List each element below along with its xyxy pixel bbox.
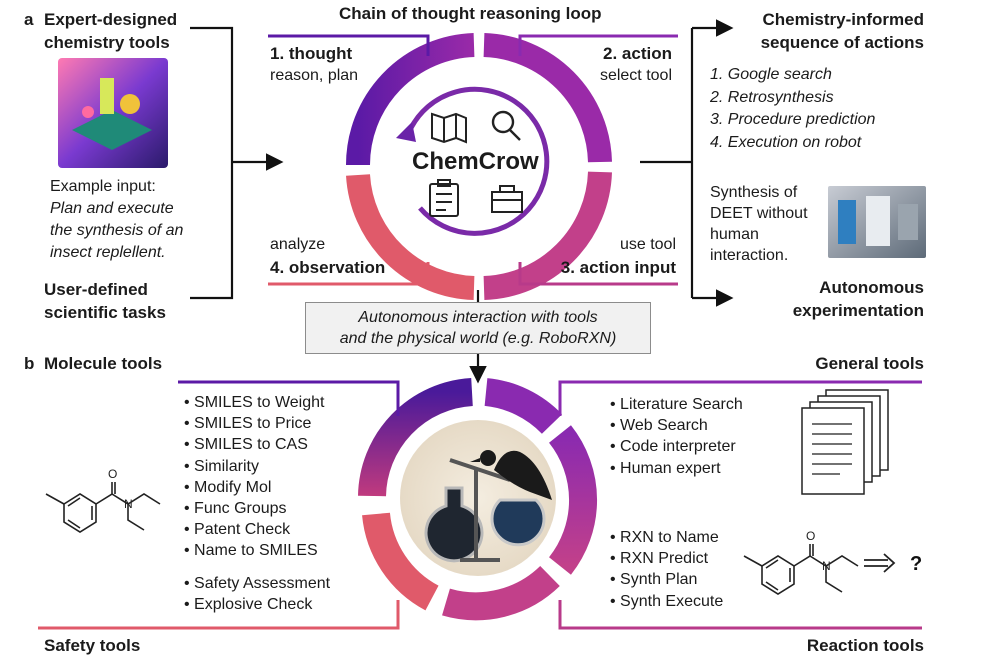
panel-a-arrows <box>190 19 734 384</box>
flask-and-crow-illustration <box>424 450 552 563</box>
safety-tools-title: Safety tools <box>44 636 141 655</box>
step-action-input: use tool 3. action input <box>560 236 676 277</box>
loop-title: Chain of thought reasoning loop <box>339 4 602 23</box>
list-item: SMILES to CAS <box>184 434 324 455</box>
list-item: Synth Execute <box>610 591 723 612</box>
list-item: SMILES to Weight <box>184 392 324 413</box>
map-icon <box>431 112 467 144</box>
reaction-tools-title: Reaction tools <box>806 636 924 655</box>
list-item: 4. Execution on robot <box>710 133 862 151</box>
list-item: Literature Search <box>610 394 743 415</box>
general-tools-list: Literature Search Web Search Code interp… <box>610 394 743 479</box>
list-item: SMILES to Price <box>184 413 324 434</box>
reaction-question-mark: ? <box>910 553 922 575</box>
expert-tools-title: Expert-designed chemistry tools <box>44 10 178 52</box>
list-item: 2. Retrosynthesis <box>710 88 834 106</box>
user-tasks-title: User-defined scientific tasks <box>44 280 166 322</box>
atom-o-left: O <box>108 467 117 481</box>
list-item: Web Search <box>610 415 743 436</box>
step-thought: 1. thought reason, plan <box>270 44 359 84</box>
list-item: RXN Predict <box>610 548 723 569</box>
list-item: Code interpreter <box>610 436 743 457</box>
atom-o-right: O <box>806 529 815 543</box>
action-sequence-list: 1. Google search 2. Retrosynthesis 3. Pr… <box>710 64 875 154</box>
clipboard-icon <box>429 179 459 217</box>
list-item: Patent Check <box>184 519 324 540</box>
molecule-structure-right <box>743 544 859 595</box>
step-observation: analyze 4. observation <box>270 236 386 277</box>
document-stack-icon <box>801 389 889 495</box>
chemcrow-label: ChemCrow <box>412 148 539 175</box>
list-item: Synth Plan <box>610 569 723 590</box>
list-item: Safety Assessment <box>184 573 330 594</box>
magnifier-icon <box>491 110 521 141</box>
molecule-tools-title: Molecule tools <box>44 354 163 373</box>
chemistry-tools-illustration <box>58 58 168 168</box>
panel-b-label: b <box>24 354 35 373</box>
toolbox-icon <box>491 185 523 213</box>
example-input: Example input: Plan and execute the synt… <box>50 178 184 261</box>
list-item: RXN to Name <box>610 527 723 548</box>
reasoning-loop-ring <box>346 33 612 300</box>
list-item: 1. Google search <box>710 66 832 83</box>
synthesis-note: Synthesis of DEET without human interact… <box>710 184 808 264</box>
double-arrow-icon <box>864 553 896 573</box>
list-item: 3. Procedure prediction <box>710 111 876 128</box>
atom-n-left: N <box>124 497 133 511</box>
list-item: Modify Mol <box>184 477 324 498</box>
list-item: Human expert <box>610 458 743 479</box>
safety-tools-list: Safety Assessment Explosive Check <box>184 573 330 615</box>
panel-a-label: a <box>24 10 34 29</box>
step-action: 2. action select tool <box>599 44 672 84</box>
molecule-structure-left <box>45 482 161 533</box>
robot-lab-photo <box>828 186 926 258</box>
autonomous-interaction-box: Autonomous interaction with tools and th… <box>305 302 651 354</box>
panel-b-brackets <box>38 380 922 630</box>
list-item: Name to SMILES <box>184 540 324 561</box>
atom-n-right: N <box>822 559 831 573</box>
general-tools-title: General tools <box>815 354 924 373</box>
list-item: Similarity <box>184 456 324 477</box>
loop-brackets <box>268 34 678 286</box>
list-item: Explosive Check <box>184 594 330 615</box>
chemistry-informed-title: Chemistry-informed sequence of actions <box>760 10 924 52</box>
list-item: Func Groups <box>184 498 324 519</box>
reaction-tools-list: RXN to Name RXN Predict Synth Plan Synth… <box>610 527 723 612</box>
molecule-tools-list: SMILES to Weight SMILES to Price SMILES … <box>184 392 324 562</box>
autonomous-experimentation-title: Autonomous experimentation <box>792 278 924 320</box>
